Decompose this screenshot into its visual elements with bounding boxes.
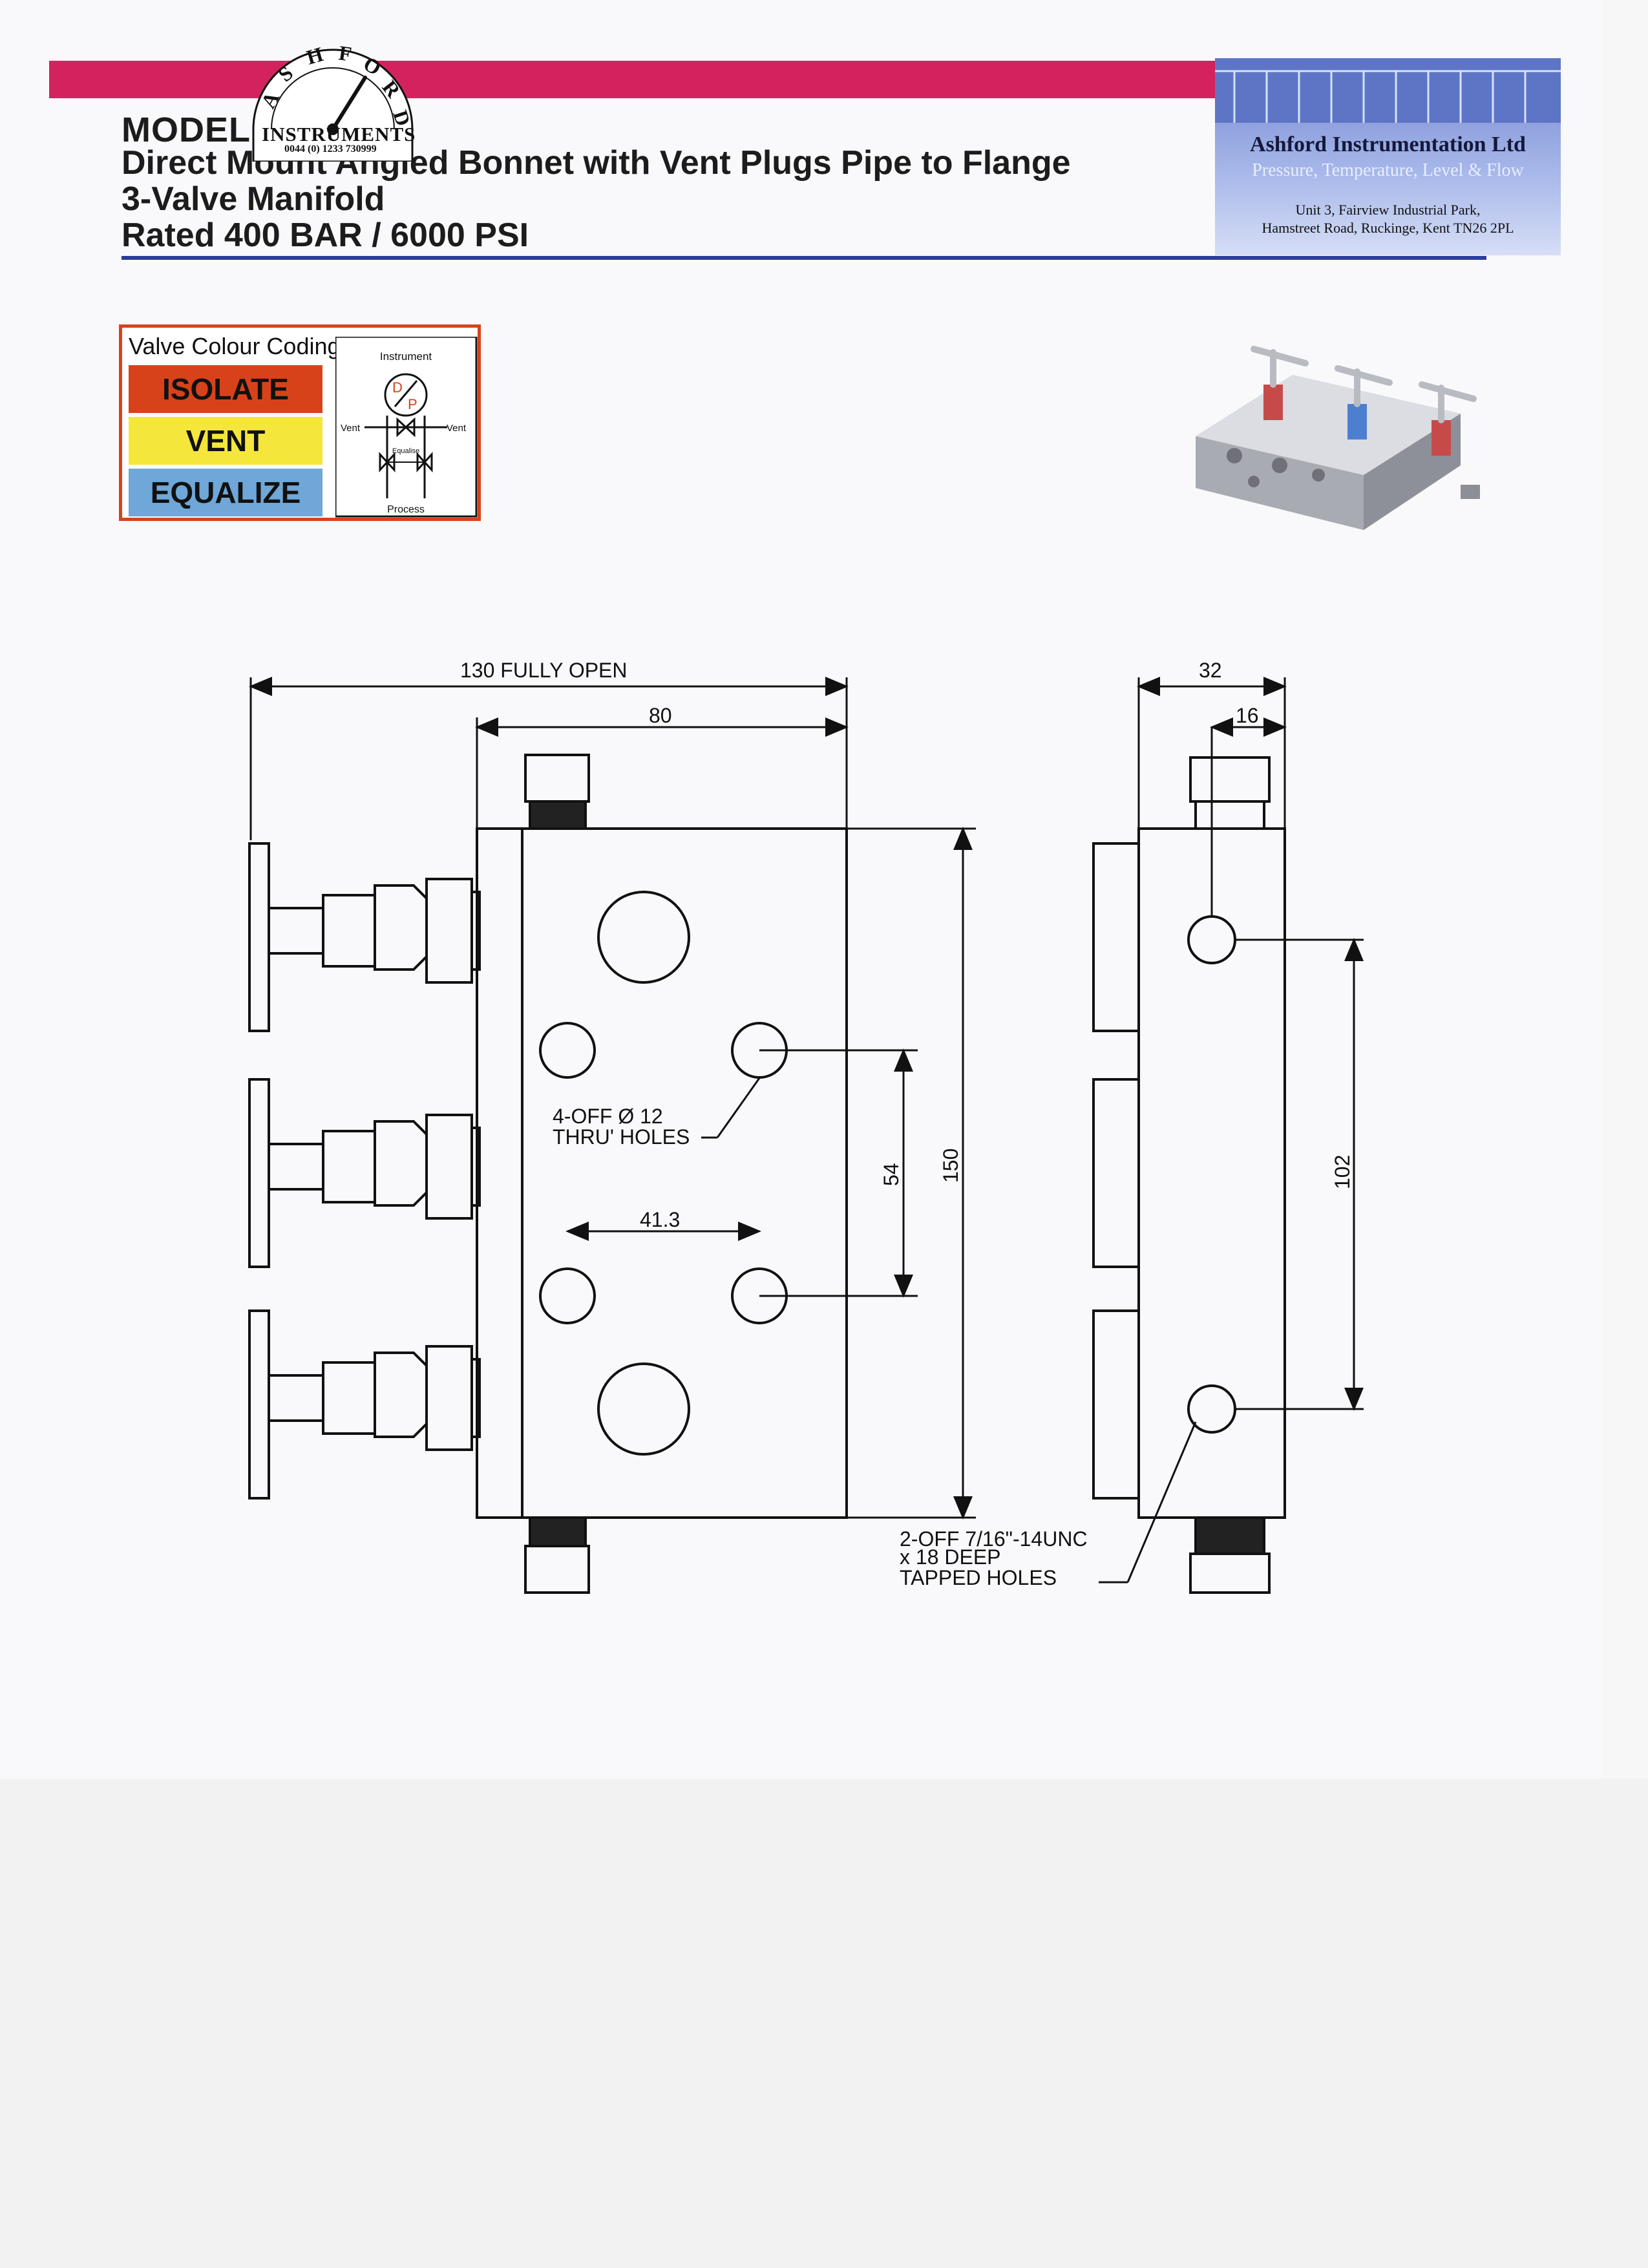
side-view — [1092, 756, 1286, 1594]
schem-equalise: Equalise — [392, 447, 419, 455]
tapped-line-3: TAPPED HOLES — [900, 1566, 1057, 1589]
isolate-chip: ISOLATE — [129, 365, 322, 413]
dim-32: 32 — [1199, 659, 1222, 682]
vent-chip: VENT — [129, 417, 322, 465]
manifold-schematic: Instrument D P Vent Vent Equalise Proces… — [335, 337, 478, 518]
logo-name: INSTRUMENTS — [262, 123, 416, 145]
bottom-plug — [524, 1545, 590, 1594]
drawing-sheet — [0, 0, 1601, 1779]
schem-p: P — [408, 396, 417, 412]
dim-150: 150 — [939, 1149, 962, 1183]
port-circle-top — [597, 891, 690, 984]
company-panel: Ashford Instrumentation Ltd Pressure, Te… — [1215, 58, 1561, 255]
company-address-1: Unit 3, Fairview Industrial Park, — [1295, 202, 1481, 218]
schem-instrument-label: Instrument — [380, 350, 432, 363]
front-view — [248, 754, 848, 1594]
valve-colour-key: Valve Colour Coding ISOLATE VENT EQUALIZ… — [119, 324, 481, 521]
engineering-drawing: 130 FULLY OPEN 80 150 54 41.3 4-OFF Ø 12… — [248, 659, 1364, 1594]
model-label: MODEL — [121, 111, 251, 149]
thru-holes-line-1: 4-OFF Ø 12 — [553, 1105, 663, 1128]
handle-bottom — [248, 1309, 481, 1500]
header-accent-bar — [49, 61, 1216, 98]
gauge-logo-icon: A S H F O R D — [252, 41, 416, 162]
logo-phone: 0044 (0) 1233 730999 — [284, 143, 377, 154]
title-line-3: Rated 400 BAR / 6000 PSI — [121, 217, 529, 254]
building-graphic — [1215, 58, 1561, 123]
dim-54: 54 — [880, 1163, 903, 1186]
title-line-2: 3-Valve Manifold — [121, 180, 385, 218]
company-name: Ashford Instrumentation Ltd — [1250, 132, 1526, 156]
manifold-product-image — [1196, 346, 1480, 530]
company-tagline: Pressure, Temperature, Level & Flow — [1252, 160, 1524, 180]
schem-vent-left: Vent — [341, 423, 361, 434]
thru-holes-line-2: THRU' HOLES — [553, 1125, 690, 1149]
handle-middle — [248, 1078, 481, 1268]
port-circle-bottom — [597, 1362, 690, 1456]
manifold-body — [476, 827, 848, 1519]
schem-d: D — [392, 379, 403, 396]
scanner-background — [0, 1779, 1648, 2268]
tapped-line-1: 2-OFF 7/16"-14UNC — [900, 1527, 1088, 1551]
dim-41-3: 41.3 — [640, 1208, 680, 1231]
dim-102: 102 — [1331, 1155, 1354, 1189]
equalize-chip: EQUALIZE — [129, 469, 322, 516]
colour-key-title: Valve Colour Coding — [129, 333, 341, 359]
top-plug — [524, 754, 590, 803]
dp-gauge-icon — [384, 373, 428, 417]
dim-80: 80 — [649, 704, 672, 727]
handle-top — [248, 842, 481, 1032]
header-rule — [121, 256, 1486, 260]
schem-process-label: Process — [387, 504, 425, 515]
schem-vent-right: Vent — [447, 423, 467, 434]
company-address-2: Hamstreet Road, Ruckinge, Kent TN26 2PL — [1262, 220, 1514, 236]
dim-fully-open: 130 FULLY OPEN — [460, 659, 628, 682]
dim-16: 16 — [1236, 704, 1259, 727]
tapped-line-2: x 18 DEEP — [900, 1545, 1001, 1569]
